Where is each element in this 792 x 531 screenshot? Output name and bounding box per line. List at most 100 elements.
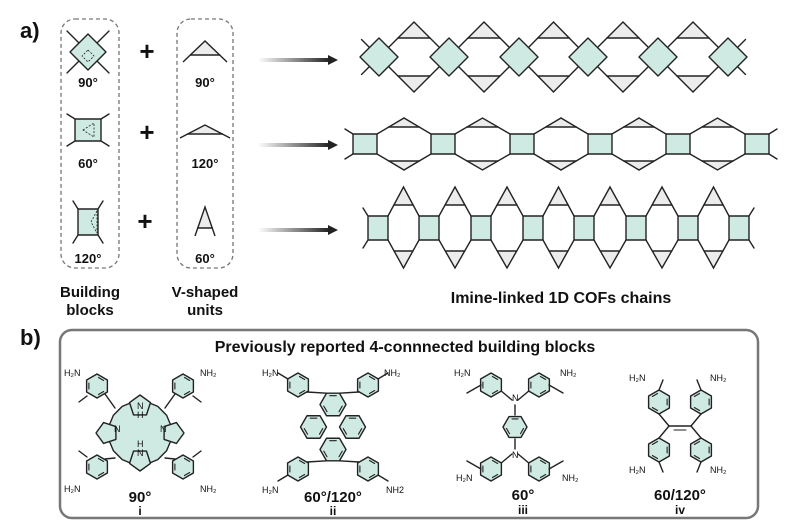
amine-label: NH₂ bbox=[562, 473, 579, 483]
phenyl-ring bbox=[286, 456, 310, 482]
diamond-node bbox=[708, 37, 748, 77]
v-linker-bottom bbox=[468, 76, 500, 92]
phenyl-ring bbox=[171, 454, 195, 480]
porphyrin-n-left: N bbox=[114, 424, 121, 434]
arrow-row-2 bbox=[258, 140, 338, 150]
central-phenyl-ring bbox=[502, 415, 528, 439]
connector-line bbox=[97, 234, 104, 244]
double-bond-line bbox=[368, 389, 376, 395]
v-angle-60: 60° bbox=[195, 251, 215, 266]
linker-edge bbox=[611, 117, 667, 135]
phenyl-ring bbox=[527, 456, 551, 482]
angle-marker-icon bbox=[81, 49, 95, 63]
amine-label: NH₂ bbox=[710, 465, 727, 475]
pyrrole-ring bbox=[128, 394, 152, 416]
linker-edge bbox=[542, 239, 575, 270]
double-bond-line bbox=[97, 376, 105, 382]
phenyl-ring bbox=[85, 373, 109, 399]
v-linker-bottom bbox=[652, 251, 672, 268]
v-linker-top bbox=[600, 187, 620, 205]
double-bond-line bbox=[693, 392, 701, 398]
v-linker-top bbox=[393, 187, 414, 205]
linker-edge bbox=[667, 21, 719, 48]
linker-edge bbox=[533, 117, 589, 135]
bond-line bbox=[164, 393, 176, 409]
linker-edge bbox=[387, 239, 420, 270]
phenyl-ring bbox=[647, 389, 671, 415]
v-linker-bottom bbox=[623, 161, 655, 170]
connector-line bbox=[97, 200, 104, 210]
amine-n-bottom: N bbox=[512, 450, 519, 460]
double-bond-line bbox=[323, 450, 328, 458]
bond-line bbox=[690, 425, 702, 439]
cof-chains bbox=[344, 21, 778, 270]
chain-end-stub bbox=[344, 153, 354, 160]
amine-bond bbox=[377, 474, 389, 482]
square-node bbox=[625, 215, 647, 241]
double-bond-line bbox=[693, 454, 701, 460]
diamond-node bbox=[429, 37, 469, 77]
linker-edge bbox=[490, 185, 524, 217]
square-node bbox=[352, 133, 378, 155]
amine-label: NH₂ bbox=[710, 373, 727, 383]
v-linker-top bbox=[548, 187, 569, 205]
molecule-ii-numeral: ii bbox=[330, 504, 337, 518]
square-node bbox=[418, 215, 440, 241]
square-node bbox=[677, 215, 699, 241]
amine-bond bbox=[466, 384, 482, 394]
linker-edge bbox=[597, 21, 649, 48]
square-node bbox=[522, 215, 544, 241]
v-linker-bottom bbox=[702, 161, 733, 170]
amine-bond bbox=[696, 461, 702, 473]
linker-edge bbox=[528, 66, 579, 93]
v-linker-icon bbox=[187, 125, 223, 134]
v-linker-top bbox=[468, 22, 500, 38]
linker-edge bbox=[542, 185, 575, 217]
double-bond-line bbox=[651, 440, 659, 446]
v-linker-bottom bbox=[545, 161, 577, 170]
linker-edge bbox=[490, 239, 524, 270]
v-linker-top bbox=[537, 22, 570, 38]
phenyl-ring bbox=[527, 372, 551, 398]
phenyl-ring bbox=[356, 456, 380, 482]
linker-edge bbox=[697, 185, 730, 217]
v-linker-top bbox=[652, 187, 672, 205]
linker-edge bbox=[533, 153, 589, 171]
double-bond-line bbox=[323, 405, 328, 413]
chain-end-stub bbox=[768, 153, 778, 160]
amine-bond bbox=[658, 379, 664, 391]
double-bond-line bbox=[338, 405, 343, 413]
building-block-icons bbox=[66, 30, 231, 244]
amine-bond bbox=[277, 474, 289, 482]
bond-line bbox=[499, 389, 513, 401]
plus-sign-1: + bbox=[139, 36, 154, 66]
linker-edge bbox=[645, 185, 679, 217]
panel-b-label: b) bbox=[20, 325, 41, 350]
chain-end-stub bbox=[736, 65, 747, 76]
double-bond-line bbox=[491, 473, 499, 479]
v-linker-bottom bbox=[388, 161, 420, 170]
double-bond-line bbox=[368, 459, 376, 465]
v-linker-top bbox=[607, 22, 639, 38]
bond-line bbox=[306, 391, 328, 394]
linker-edge bbox=[597, 66, 649, 93]
amine-label: NH₂ bbox=[200, 368, 217, 378]
bond-line bbox=[517, 389, 531, 401]
amine-bond bbox=[78, 450, 88, 458]
double-bond-line bbox=[693, 440, 701, 446]
double-bond-line bbox=[505, 427, 511, 435]
phenyl-ring bbox=[85, 454, 109, 480]
bond-line bbox=[338, 391, 360, 394]
arrow-row-1 bbox=[258, 55, 338, 65]
diamond-node bbox=[499, 37, 539, 77]
double-bond-line bbox=[183, 390, 191, 396]
amine-label: NH₂ bbox=[384, 368, 401, 378]
v-linker-icon bbox=[197, 207, 213, 228]
amine-label: H₂N bbox=[64, 484, 81, 494]
molecule-ii-angle: 60°/120° bbox=[304, 489, 362, 506]
v-linker-top bbox=[445, 187, 465, 205]
square-node bbox=[744, 133, 770, 155]
double-bond-line bbox=[298, 389, 306, 395]
connector-line bbox=[66, 140, 76, 147]
